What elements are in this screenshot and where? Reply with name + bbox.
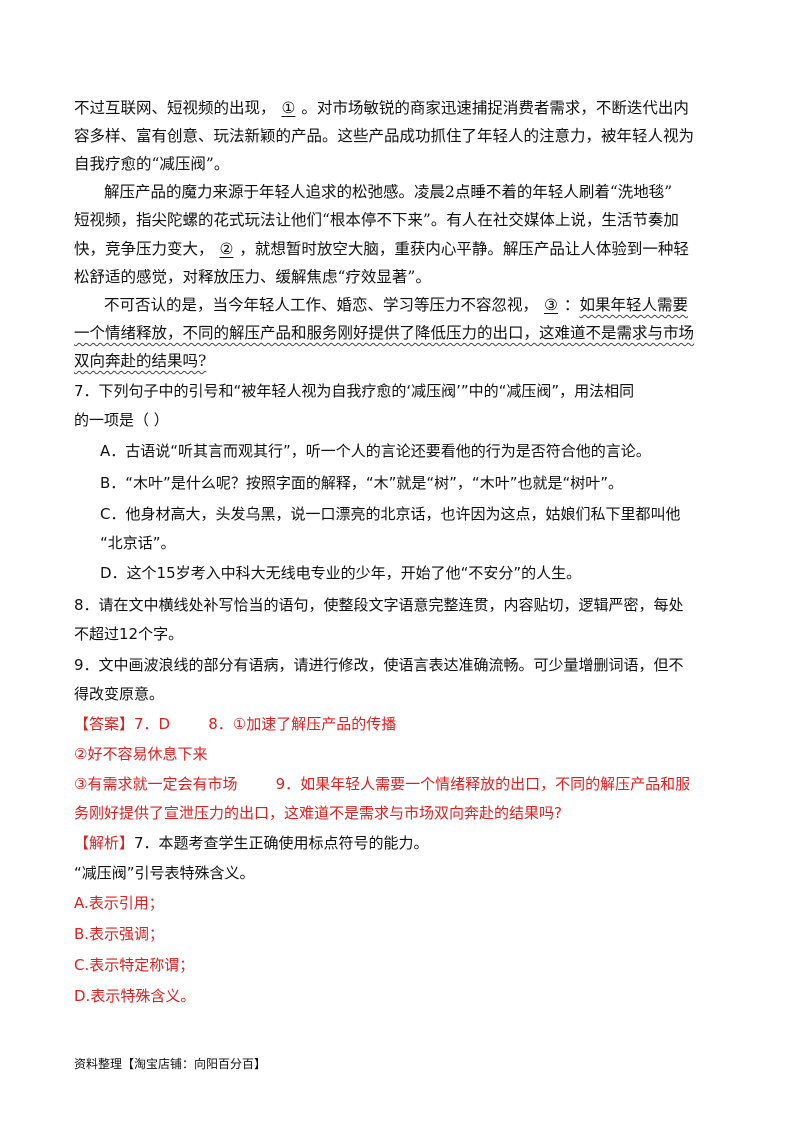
passage-text: 快，竞争压力变大， [74, 240, 214, 258]
passage-line: 松舒适的感觉，对释放压力、缓解焦虑“疗效显著”。 [74, 268, 431, 286]
passage-text: ： [563, 296, 580, 314]
answer-line: ②好不容易休息下来 [74, 745, 208, 763]
blank-2: ② [219, 240, 234, 258]
question-9-line: 9．文中画波浪线的部分有语病，请进行修改，使语言表达准确流畅。可少量增删词语，但… [74, 656, 684, 674]
answer-line: ③有需求就一定会有市场 9．如果年轻人需要一个情绪释放的出口，不同的解压产品和服 [74, 775, 691, 793]
passage-line: 不过互联网、短视频的出现， ① 。对市场敏锐的商家迅速捕捉消费者需求，不断迭代出内 [74, 97, 689, 119]
passage-text: 。对市场敏锐的商家迅速捕捉消费者需求，不断迭代出内 [301, 99, 689, 117]
passage-line: 自我疗愈的“减压阀”。 [74, 155, 230, 173]
wavy-underlined-text: 如果年轻人需要 [579, 296, 688, 314]
passage-line: 一个情绪释放，不同的解压产品和服务刚好提供了降低压力的出口，这难道不是需求与市场 [74, 322, 694, 344]
passage-line: 短视频，指尖陀螺的花式玩法让他们“根本停不下来”。有人在社交媒体上说，生活节奏加 [74, 211, 679, 229]
blank-3: ③ [544, 296, 558, 314]
passage-line: 不可否认的是，当今年轻人工作、婚恋、学习等压力不容忽视， ③ ：如果年轻人需要 [104, 294, 688, 316]
passage-text: ，就想暂时放空大脑，重获内心平静。解压产品让人体验到一种轻 [239, 240, 689, 258]
passage-text: 不可否认的是，当今年轻人工作、婚恋、学习等压力不容忽视， [104, 296, 539, 314]
wavy-underlined-text: 一个情绪释放，不同的解压产品和服务刚好提供了降低压力的出口，这难道不是需求与市场 [74, 324, 695, 342]
analysis-item-d: D.表示特殊含义。 [74, 987, 196, 1005]
analysis-line: 【解析】7．本题考查学生正确使用标点符号的能力。 [74, 832, 429, 854]
analysis-line: “减压阀”引号表特殊含义。 [74, 864, 255, 882]
passage-line: 快，竞争压力变大， ② ，就想暂时放空大脑，重获内心平静。解压产品让人体验到一种轻 [74, 238, 689, 260]
option-a: A．古语说“听其言而观其行”，听一个人的言论还要看他的行为是否符合他的言论。 [100, 442, 651, 460]
wavy-underlined-text: 双向奔赴的结果吗? [74, 352, 207, 370]
option-c: C．他身材高大，头发乌黑，说一口漂亮的北京话，也许因为这点，姑娘们私下里都叫他 [100, 505, 681, 523]
footer-credit: 资料整理【淘宝店铺：向阳百分百】 [74, 1057, 267, 1071]
passage-line: 容多样、富有创意、玩法新颖的产品。这些产品成功抓住了年轻人的注意力，被年轻人视为 [74, 127, 695, 145]
option-c-continued: “北京话”。 [100, 534, 176, 552]
question-8-line: 不超过12个字。 [74, 625, 184, 643]
blank-1: ① [281, 99, 296, 117]
passage-line: 双向奔赴的结果吗? [74, 350, 206, 372]
option-b: B．“木叶”是什么呢？按照字面的解释，“木”就是“树”，“木叶”也就是“树叶”。 [100, 474, 624, 492]
question-9-line: 得改变原意。 [74, 685, 165, 703]
question-7-line: 7．下列句子中的引号和“被年轻人视为自我疗愈的‘减压阀’”中的“减压阀”，用法相… [74, 382, 635, 400]
passage-text: 不过互联网、短视频的出现， [74, 99, 276, 117]
analysis-text: 7．本题考查学生正确使用标点符号的能力。 [134, 834, 429, 852]
passage-line: 解压产品的魔力来源于年轻人追求的松弛感。凌晨2点睡不着的年轻人刷着“洗地毯” [104, 183, 673, 201]
question-8-line: 8．请在文中横线处补写恰当的语句，使整段文字语意完整连贯，内容贴切，逻辑严密，每… [74, 596, 684, 614]
answer-line: 【答案】7．D 8．①加速了解压产品的传播 [74, 715, 397, 733]
answer-line: 务刚好提供了宣泄压力的出口，这难道不是需求与市场双向奔赴的结果吗? [74, 804, 562, 822]
analysis-item-c: C.表示特定称谓； [74, 956, 195, 974]
question-7-line: 的一项是（ ） [74, 411, 169, 429]
analysis-label: 【解析】 [74, 834, 135, 852]
analysis-item-a: A.表示引用； [74, 894, 164, 912]
analysis-item-b: B.表示强调； [74, 925, 165, 943]
option-d: D．这个15岁考入中科大无线电专业的少年，开始了他“不安分”的人生。 [100, 564, 582, 582]
